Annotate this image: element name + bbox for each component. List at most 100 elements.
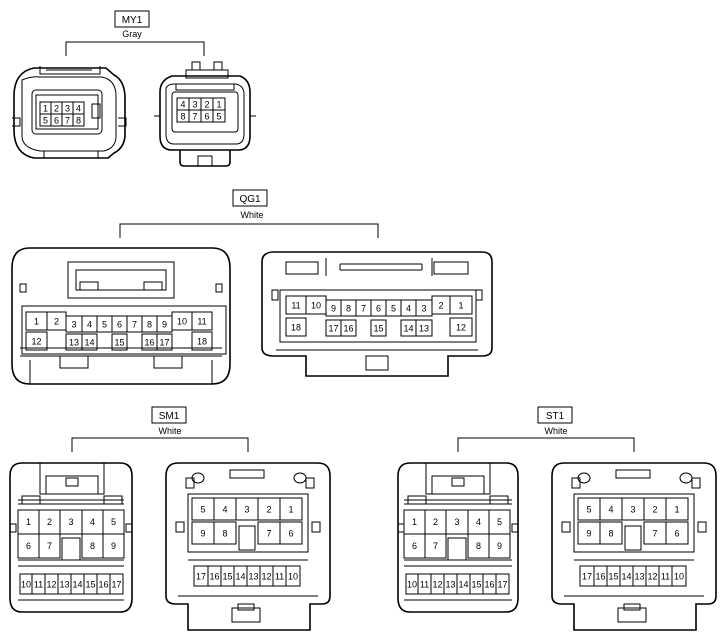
pin-grid: 4 3 2 1 8 7 6 5 xyxy=(176,97,226,123)
pin-label: 15 xyxy=(471,580,481,590)
pin-label: 6 xyxy=(288,529,293,539)
group-sm1: SM1 White 1 2 3 4 5 6 7 8 xyxy=(9,406,331,631)
pin-label: 4 xyxy=(476,517,481,527)
connector-my1-right: 4 3 2 1 8 7 6 5 xyxy=(154,61,256,167)
pin-label: 5 xyxy=(391,304,396,314)
connector-sm1-right: 5 4 3 2 1 9 8 7 6 17 16 15 14 13 12 11 1… xyxy=(165,462,331,631)
pin-label: 1 xyxy=(288,505,293,515)
connector-color: White xyxy=(544,426,567,436)
pin-label: 13 xyxy=(59,580,69,590)
pin-grid: 1 2 3 4 5 6 7 8 9 10 11 12 13 14 15 16 1… xyxy=(17,509,125,595)
pin-label: 5 xyxy=(586,505,591,515)
connector-color: White xyxy=(240,210,263,220)
pin-label: 16 xyxy=(484,580,494,590)
pin-label: 6 xyxy=(54,116,59,126)
pin-label: 3 xyxy=(65,104,70,114)
pin-label: 6 xyxy=(412,541,417,551)
pin-label: 5 xyxy=(200,505,205,515)
connector-code: SM1 xyxy=(159,411,180,422)
pin-grid: 5 4 3 2 1 9 8 7 6 17 16 15 14 13 12 11 1… xyxy=(191,497,303,587)
pin-grid: 1 2 3 4 5 6 7 8 9 10 11 12 13 14 15 16 1… xyxy=(25,311,213,351)
pin-label: 3 xyxy=(68,517,73,527)
pin-label: 6 xyxy=(674,529,679,539)
pin-label: 3 xyxy=(244,505,249,515)
pin-label: 5 xyxy=(111,517,116,527)
pin-label: 7 xyxy=(192,112,197,122)
pin-label: 11 xyxy=(661,572,670,582)
connector-my1-left: 1 2 3 4 5 6 7 8 xyxy=(12,66,127,159)
pin-label: 7 xyxy=(433,541,438,551)
pin-label: 6 xyxy=(376,304,381,314)
pin-label: 4 xyxy=(87,320,92,330)
connector-code: ST1 xyxy=(546,411,565,422)
pin-label: 18 xyxy=(197,337,207,347)
pin-label: 14 xyxy=(458,580,468,590)
pin-label: 8 xyxy=(90,541,95,551)
pin-label: 10 xyxy=(407,580,417,590)
connector-color: White xyxy=(158,426,181,436)
pin-label: 6 xyxy=(204,112,209,122)
pin-label: 7 xyxy=(132,320,137,330)
pin-label: 17 xyxy=(111,580,121,590)
pin-label: 10 xyxy=(177,317,187,327)
pin-label: 4 xyxy=(608,505,613,515)
pin-label: 7 xyxy=(65,116,70,126)
bracket xyxy=(65,41,205,56)
pin-label: 12 xyxy=(432,580,442,590)
pin-label: 3 xyxy=(421,304,426,314)
pin-grid: 5 4 3 2 1 9 8 7 6 17 16 15 14 13 12 11 1… xyxy=(577,497,689,587)
pin-label: 10 xyxy=(311,301,321,311)
pin-label: 9 xyxy=(331,304,336,314)
connector-code-box xyxy=(537,406,573,424)
pin-label: 4 xyxy=(406,304,411,314)
pin-label: 15 xyxy=(608,572,618,582)
pin-label: 4 xyxy=(180,100,185,110)
pin-label: 2 xyxy=(652,505,657,515)
pin-label: 7 xyxy=(266,529,271,539)
connector-st1-left: 1 2 3 4 5 6 7 8 9 10 11 12 13 14 15 16 1… xyxy=(397,462,519,613)
pin-label: 8 xyxy=(147,320,152,330)
pin-label: 17 xyxy=(497,580,507,590)
pin-label: 1 xyxy=(458,301,463,311)
pin-label: 5 xyxy=(43,116,48,126)
connector-code: QG1 xyxy=(239,194,261,205)
pin-label: 8 xyxy=(346,304,351,314)
connector-code-box xyxy=(232,189,268,207)
pin-label: 5 xyxy=(102,320,107,330)
pin-grid: 11 10 9 8 7 6 5 4 3 2 1 18 17 16 15 14 1… xyxy=(285,295,473,337)
pin-label: 8 xyxy=(476,541,481,551)
pin-label: 4 xyxy=(222,505,227,515)
connector-color: Gray xyxy=(122,29,142,39)
pin-label: 16 xyxy=(343,324,353,334)
pin-label: 10 xyxy=(288,572,298,582)
pin-label: 2 xyxy=(266,505,271,515)
pin-label: 13 xyxy=(419,324,429,334)
pin-label: 18 xyxy=(291,323,301,333)
connector-qg1-left: 1 2 3 4 5 6 7 8 9 10 11 12 13 14 15 16 1… xyxy=(11,247,231,385)
pin-label: 2 xyxy=(438,301,443,311)
pin-label: 13 xyxy=(445,580,455,590)
group-qg1: QG1 White 1 2 3 4 5 6 7 8 9 10 xyxy=(11,189,493,385)
pin-grid: 1 2 3 4 5 6 7 8 9 10 11 12 13 14 15 16 1… xyxy=(403,509,511,595)
pin-label: 9 xyxy=(162,320,167,330)
pin-label: 1 xyxy=(43,104,48,114)
pin-label: 14 xyxy=(72,580,82,590)
pin-label: 10 xyxy=(674,572,684,582)
pin-label: 11 xyxy=(275,572,284,582)
pin-label: 17 xyxy=(196,572,206,582)
bracket xyxy=(457,437,635,452)
pin-label: 8 xyxy=(222,529,227,539)
connector-code-box xyxy=(151,406,187,424)
pin-label: 7 xyxy=(652,529,657,539)
pin-label: 1 xyxy=(412,517,417,527)
pin-label: 3 xyxy=(71,320,76,330)
pin-label: 4 xyxy=(90,517,95,527)
pin-label: 11 xyxy=(291,301,300,311)
pin-label: 2 xyxy=(433,517,438,527)
pin-label: 14 xyxy=(403,324,413,334)
pin-label: 7 xyxy=(361,304,366,314)
pin-label: 8 xyxy=(608,529,613,539)
pin-label: 9 xyxy=(200,529,205,539)
group-my1: MY1 Gray 1 2 3 4 5 6 7 8 xyxy=(12,10,256,167)
